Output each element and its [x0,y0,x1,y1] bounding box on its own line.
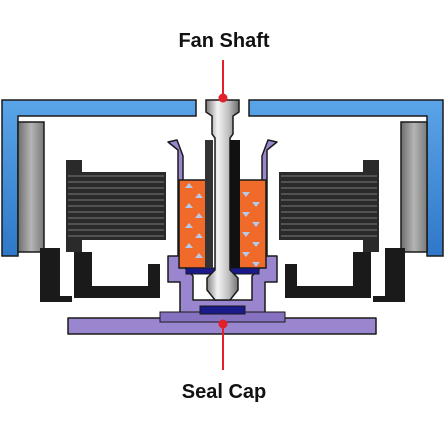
magnet-ring-right [400,121,428,253]
fan-shaft-callout-dot [218,93,228,103]
rotor-hub-right [248,99,444,257]
seal-cap [199,305,246,315]
fan-shaft-label: Fan Shaft [178,30,270,52]
stator-coils-right [279,160,405,302]
seal-cap-label: Seal Cap [181,381,267,403]
fan-shaft [205,99,240,301]
seal-cap-callout-dot [218,319,228,329]
stator-coils-left [40,160,166,302]
magnet-ring-left [17,121,45,253]
bearing-housing [67,139,377,335]
rotor-hub [1,99,197,257]
oil-bearing [178,179,267,269]
